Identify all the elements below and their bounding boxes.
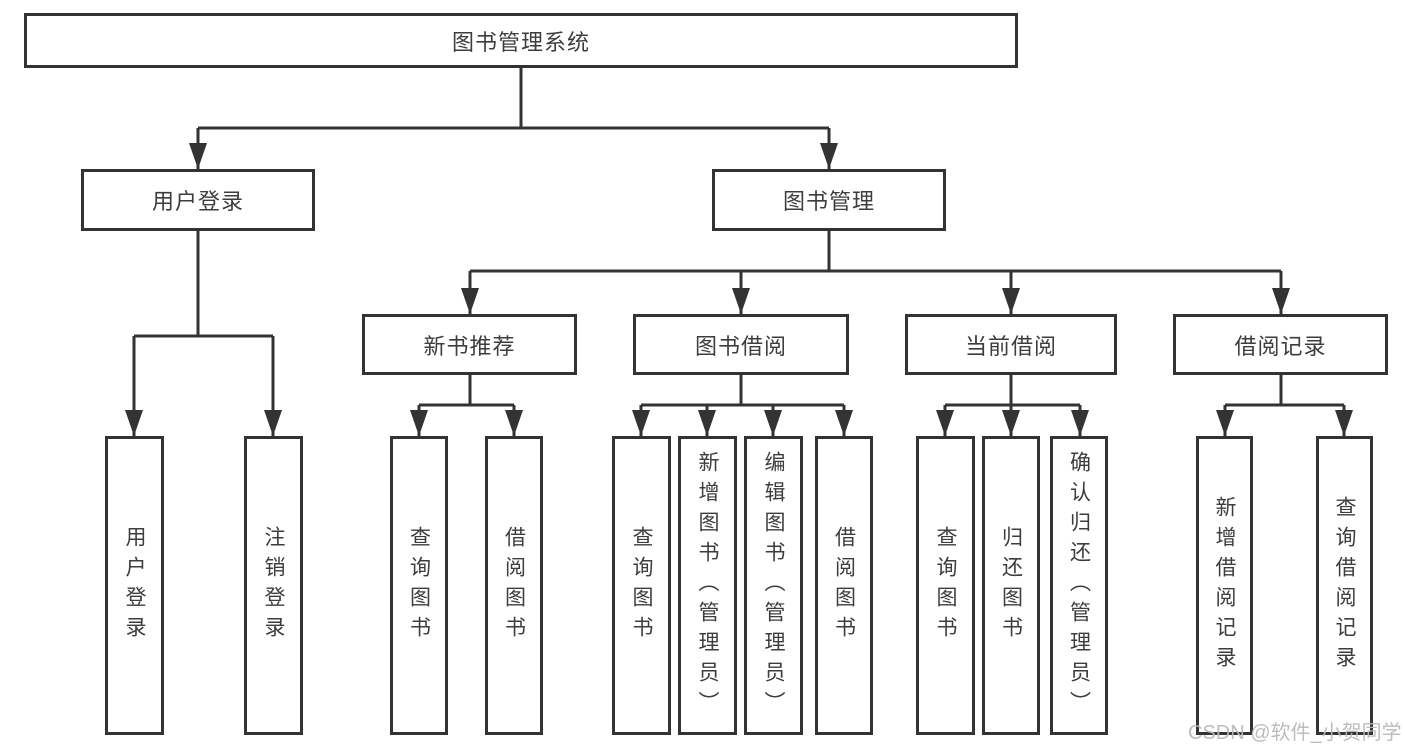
- node-user-login: 用户登录: [81, 169, 315, 231]
- leaf-query-books-bb: 查询图书: [612, 436, 671, 735]
- leaf-label: 查询借阅记录: [1333, 495, 1356, 676]
- leaf-logout: 注销登录: [244, 436, 303, 735]
- leaf-label: 编辑图书（管理员）: [762, 450, 785, 721]
- leaf-add-books-admin: 新增图书（管理员）: [678, 436, 737, 735]
- connector-borrow-record-children: [1216, 375, 1353, 436]
- leaf-label: 查询图书: [407, 525, 431, 646]
- leaf-borrow-books-bb: 借阅图书: [815, 436, 873, 735]
- leaf-label: 借阅图书: [832, 525, 856, 646]
- leaf-label: 用户登录: [123, 525, 146, 646]
- node-borrow-record: 借阅记录: [1173, 314, 1388, 375]
- connector-current-borrow-children: [936, 375, 1089, 436]
- leaf-label: 注销登录: [262, 525, 285, 646]
- leaf-user-login: 用户登录: [105, 436, 164, 735]
- connector-user-login-children: [125, 231, 282, 436]
- connector-book-mgmt-children: [461, 231, 1290, 314]
- connector-root-to-level2: [189, 68, 838, 169]
- leaf-label: 新增图书（管理员）: [696, 450, 719, 721]
- leaf-query-books-cb: 查询图书: [916, 436, 975, 735]
- connector-book-borrow-children: [632, 375, 853, 436]
- leaf-return-books: 归还图书: [982, 436, 1040, 735]
- node-current-borrow: 当前借阅: [905, 314, 1117, 375]
- node-book-borrow: 图书借阅: [633, 314, 849, 375]
- node-root: 图书管理系统: [24, 13, 1018, 68]
- node-book-mgmt: 图书管理: [712, 169, 946, 231]
- leaf-edit-books-admin: 编辑图书（管理员）: [744, 436, 803, 735]
- leaf-label: 查询图书: [630, 525, 653, 646]
- leaf-borrow-books-rec: 借阅图书: [485, 436, 543, 735]
- leaf-query-books-rec: 查询图书: [390, 436, 448, 735]
- node-new-book-rec: 新书推荐: [362, 314, 577, 375]
- csdn-watermark: CSDN @软件_小贺同学: [1188, 722, 1402, 744]
- leaf-label: 确认归还（管理员）: [1067, 450, 1091, 721]
- connector-new-book-rec-children: [410, 375, 523, 436]
- leaf-confirm-return-admin: 确认归还（管理员）: [1050, 436, 1108, 735]
- leaf-label: 新增借阅记录: [1213, 495, 1236, 676]
- leaf-add-borrow-record: 新增借阅记录: [1196, 436, 1253, 735]
- leaf-label: 借阅图书: [502, 525, 526, 646]
- leaf-label: 归还图书: [999, 525, 1023, 646]
- leaf-query-borrow-record: 查询借阅记录: [1316, 436, 1373, 735]
- leaf-label: 查询图书: [934, 525, 957, 646]
